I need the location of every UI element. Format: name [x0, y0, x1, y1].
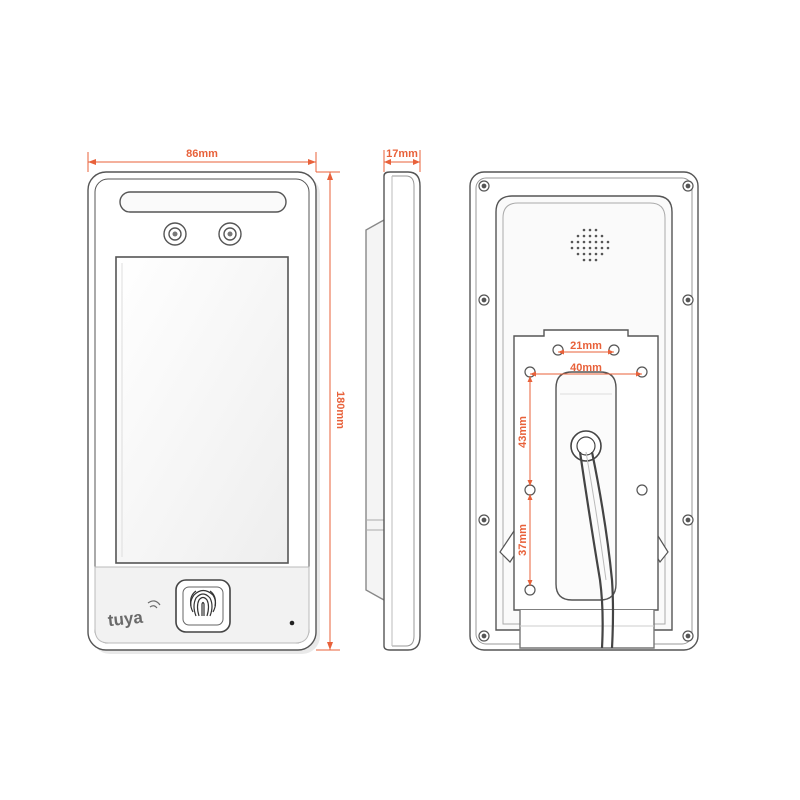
width-dimension: [87, 152, 317, 172]
speaker-grille: [570, 228, 610, 262]
cable: [570, 430, 615, 649]
front-view: [87, 171, 320, 654]
brand-logo: tuya: [107, 608, 144, 631]
spacing-37mm-label: 37mm: [517, 524, 529, 556]
wifi-icon: [147, 600, 161, 609]
screen: [115, 256, 289, 564]
camera-icon: [163, 222, 187, 246]
width-label: 86mm: [186, 148, 218, 160]
screw-hole-icon: [478, 180, 694, 642]
back-view: [469, 171, 699, 651]
fingerprint-icon: [175, 579, 231, 633]
depth-label: 17mm: [386, 148, 418, 160]
spacing-43mm-label: 43mm: [517, 416, 529, 448]
light-bar: [119, 191, 287, 213]
camera-icon: [218, 222, 242, 246]
spacing-21mm-label: 21mm: [570, 340, 602, 352]
height-dimension: [316, 171, 340, 651]
spacing-40mm-label: 40mm: [570, 362, 602, 374]
depth-dimension: [383, 150, 421, 172]
side-bracket: [365, 219, 385, 601]
height-label: 180mm: [334, 391, 346, 429]
indicator-light: [289, 620, 295, 626]
side-view: [365, 171, 421, 651]
hole-spacing-dimensions: [527, 349, 642, 586]
side-housing: [383, 171, 421, 651]
